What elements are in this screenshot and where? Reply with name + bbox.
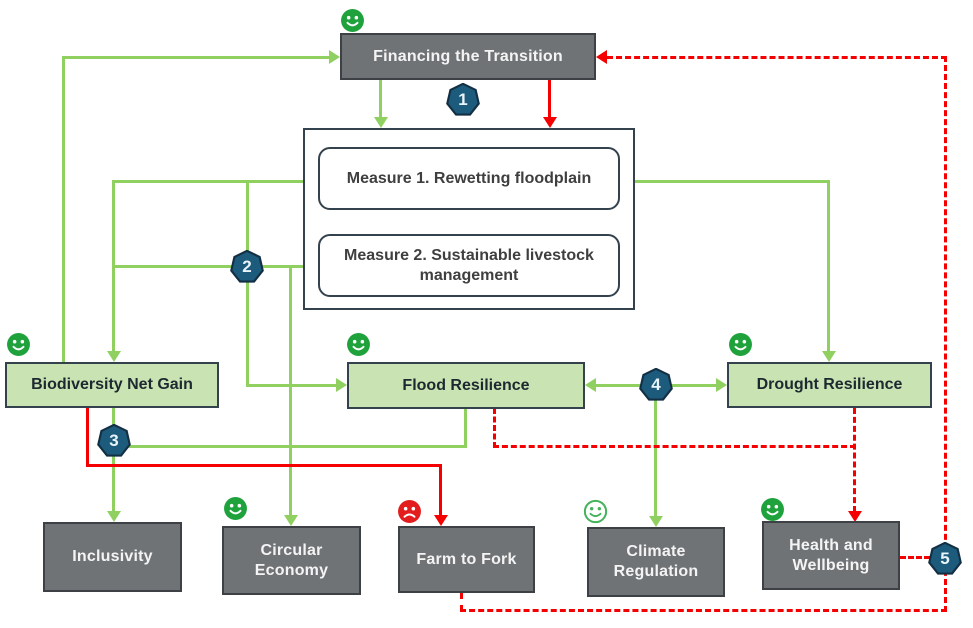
edge-flood-bottom-dashed bbox=[493, 408, 496, 448]
node-inclusivity: Inclusivity bbox=[43, 522, 182, 592]
node-label: Climate Regulation bbox=[613, 543, 699, 580]
node-health-and-wellbeing: Health and Wellbeing bbox=[762, 521, 900, 590]
arrowhead-into-health bbox=[848, 511, 862, 522]
badge-number: 2 bbox=[242, 256, 252, 276]
arrowhead-into-measures-green bbox=[374, 117, 388, 128]
edge-measure1-right bbox=[620, 180, 830, 183]
node-label: Farm to Fork bbox=[416, 550, 517, 568]
heptagon-icon bbox=[928, 542, 962, 575]
link-badge-3: 3 bbox=[97, 424, 131, 458]
node-label: Biodiversity Net Gain bbox=[31, 376, 193, 393]
edge-health-to-link5 bbox=[900, 556, 930, 559]
node-label: Flood Resilience bbox=[402, 376, 530, 394]
node-label: Financing the Transition bbox=[373, 47, 563, 65]
edge-biodiversity-to-farm-horizontal bbox=[86, 464, 442, 467]
smiley-face-icon-drought bbox=[728, 332, 753, 357]
frown-face-icon-farm bbox=[397, 499, 422, 524]
edge-financing-to-measures-red bbox=[548, 80, 551, 118]
arrowhead-into-circular bbox=[284, 515, 298, 526]
edge-biodiversity-to-inclusivity bbox=[112, 408, 115, 511]
edge-farm-bottom-dashed bbox=[460, 593, 463, 611]
link-badge-4: 4 bbox=[639, 368, 673, 402]
edge-into-farm-vertical bbox=[439, 464, 442, 516]
smiley-face-icon-biodiversity bbox=[6, 332, 31, 357]
node-label: Drought Resilience bbox=[756, 376, 903, 393]
smiley-face-icon-financing bbox=[340, 8, 365, 33]
arrowhead-into-drought-left bbox=[716, 378, 727, 392]
edge-mid-dashed-horizontal bbox=[493, 445, 856, 448]
edge-biodiversity-to-financing bbox=[63, 56, 329, 59]
edge-measure1-left bbox=[113, 180, 318, 183]
arrowhead-into-financing-right bbox=[596, 50, 607, 64]
arrowhead-into-flood-right bbox=[585, 378, 596, 392]
edge-financing-to-measures-green bbox=[379, 80, 382, 118]
arrowhead-into-measures-red bbox=[543, 117, 557, 128]
edge-measure2-left bbox=[113, 265, 318, 268]
smiley-face-icon-flood bbox=[346, 332, 371, 357]
node-biodiversity-net-gain: Biodiversity Net Gain bbox=[5, 362, 219, 408]
node-measure-1: Measure 1. Rewetting floodplain bbox=[318, 147, 620, 210]
arrowhead-into-financing-left bbox=[329, 50, 340, 64]
edge-measures-to-circular bbox=[289, 265, 292, 515]
node-label: Health and Wellbeing bbox=[789, 536, 873, 574]
edge-flood-bottom-green bbox=[464, 408, 467, 448]
edge-link3-horizontal bbox=[113, 445, 467, 448]
node-farm-to-fork: Farm to Fork bbox=[398, 526, 535, 593]
node-flood-resilience: Flood Resilience bbox=[347, 362, 585, 409]
edge-right-loop-vertical bbox=[944, 56, 947, 612]
arrowhead-into-climate bbox=[649, 516, 663, 527]
link-badge-1: 1 bbox=[446, 83, 480, 117]
smiley-face-icon-circular bbox=[223, 496, 248, 521]
node-label: Circular Economy bbox=[254, 541, 329, 579]
arrowhead-into-biodiversity bbox=[107, 351, 121, 362]
heptagon-icon bbox=[97, 424, 131, 457]
badge-number: 1 bbox=[458, 89, 468, 109]
edge-loop-to-financing-dashed bbox=[607, 56, 947, 59]
edge-biodiversity-down-red bbox=[86, 408, 89, 467]
heptagon-icon bbox=[230, 250, 264, 283]
badge-number: 5 bbox=[940, 548, 950, 568]
node-financing-the-transition: Financing the Transition bbox=[340, 33, 596, 80]
edge-link4-to-climate bbox=[654, 384, 657, 516]
badge-number: 3 bbox=[109, 430, 119, 450]
node-label: Measure 2. Sustainable livestock managem… bbox=[344, 246, 594, 284]
heptagon-icon bbox=[446, 83, 480, 116]
heptagon-icon bbox=[639, 368, 673, 401]
node-measure-2: Measure 2. Sustainable livestock managem… bbox=[318, 234, 620, 297]
link-badge-2: 2 bbox=[230, 250, 264, 284]
edge-measures-to-drought bbox=[827, 180, 830, 351]
edge-drought-to-health bbox=[853, 408, 856, 512]
edge-measures-branch-vertical bbox=[246, 180, 249, 386]
node-circular-economy: Circular Economy bbox=[222, 526, 361, 595]
node-label: Measure 1. Rewetting floodplain bbox=[346, 169, 592, 187]
arrowhead-into-inclusivity bbox=[107, 511, 121, 522]
node-climate-regulation: Climate Regulation bbox=[587, 527, 725, 597]
arrowhead-into-flood-left bbox=[336, 378, 347, 392]
arrowhead-into-farm bbox=[434, 515, 448, 526]
badge-number: 4 bbox=[651, 374, 661, 394]
edge-bottom-loop-horizontal bbox=[460, 609, 947, 612]
edge-biodiversity-to-financing-vertical bbox=[62, 56, 65, 362]
node-label: Inclusivity bbox=[72, 548, 153, 565]
arrowhead-into-drought-top bbox=[822, 351, 836, 362]
smiley-face-icon-health bbox=[760, 497, 785, 522]
smiley-face-outline-icon-climate bbox=[583, 499, 608, 524]
link-badge-5: 5 bbox=[928, 542, 962, 576]
node-drought-resilience: Drought Resilience bbox=[727, 362, 932, 408]
